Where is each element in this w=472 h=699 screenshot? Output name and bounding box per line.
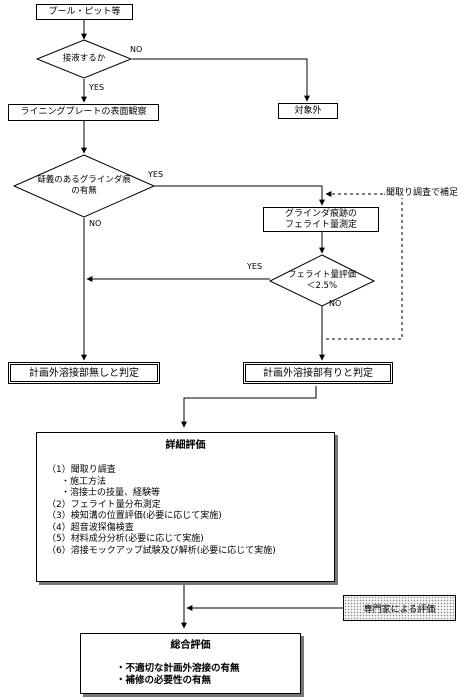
no-label-2: NO <box>89 219 102 228</box>
yes-label-3: YES <box>247 262 263 271</box>
detailed-evaluation-title: 詳細評価 <box>165 440 206 451</box>
out-of-scope-box: 対象外 <box>278 103 338 119</box>
overall-item: ・不適切な計画外溶接の有無 <box>116 663 240 674</box>
decision-ferrite-line2: ＜2.5% <box>306 281 338 291</box>
interview-note: 聞取り調査で補足 <box>385 188 460 198</box>
decision-ferrite: フェライト量評価 ＜2.5% <box>288 270 356 292</box>
judge-none-box: 計画外溶接部無しと判定 <box>8 362 160 384</box>
overall-item: ・補修の必要性の有無 <box>116 675 212 686</box>
detailed-evaluation-list: （1）聞取り調査 ・施工方法 ・溶接士の技量、経験等 （2）フェライト量分布測定… <box>47 465 334 557</box>
detail-item: （3）検知溝の位置評価(必要に応じて実施) <box>47 511 222 521</box>
ferrite-measure-line2: フェライト量測定 <box>284 219 357 230</box>
overall-evaluation-box: 総合評価 ・不適切な計画外溶接の有無 ・補修の必要性の有無 <box>80 633 301 694</box>
yes-label-1: YES <box>89 83 105 92</box>
lining-observation-box: ライニングプレートの表面観察 <box>8 104 159 121</box>
lining-observation-label: ライニングプレートの表面観察 <box>20 107 147 117</box>
detail-item: （1）聞取り調査 <box>47 465 116 475</box>
no-label-3: NO <box>329 299 342 308</box>
ferrite-measure-box: グラインダ痕跡の フェライト量測定 <box>263 207 379 232</box>
detailed-evaluation-box: 詳細評価 （1）聞取り調査 ・施工方法 ・溶接士の技量、経験等 （2）フェライト… <box>36 432 335 582</box>
judge-none-label: 計画外溶接部無しと判定 <box>29 367 139 379</box>
detail-subitem: ・施工方法 <box>61 476 107 487</box>
decision-contact: 接液するか <box>63 54 106 65</box>
detail-item: （5）材料成分分析(必要に応じて実施) <box>47 534 204 544</box>
decision-grinder-line1: 疑義のあるグラインダ痕 <box>37 175 131 185</box>
decision-grinder-line2: の有無 <box>71 186 97 196</box>
decision-contact-label: 接液するか <box>62 53 106 64</box>
expert-evaluation-box: 専門家による評価 <box>343 595 456 621</box>
no-label-1: NO <box>130 45 143 54</box>
start-box: プール・ピット等 <box>36 4 133 20</box>
decision-ferrite-line1: フェライト量評価 <box>287 270 357 280</box>
judge-exist-box: 計画外溶接部有りと判定 <box>243 362 393 384</box>
detail-subitem: ・溶接士の技量、経験等 <box>61 488 161 498</box>
detail-item: （2）フェライト量分布測定 <box>47 499 161 510</box>
out-of-scope-label: 対象外 <box>294 105 322 116</box>
decision-grinder: 疑義のあるグラインダ痕 の有無 <box>37 175 131 197</box>
overall-evaluation-list: ・不適切な計画外溶接の有無 ・補修の必要性の有無 <box>116 663 300 687</box>
start-label: プール・ピット等 <box>48 6 121 17</box>
overall-evaluation-title: 総合評価 <box>170 640 211 651</box>
expert-evaluation-label: 専門家による評価 <box>363 604 436 615</box>
ferrite-measure-line1: グラインダ痕跡の <box>284 208 357 219</box>
detail-item: （6）溶接モックアップ試験及び解析(必要に応じて実施) <box>47 545 276 556</box>
detail-item: （4）超音波探傷検査 <box>47 522 134 533</box>
judge-exist-label: 計画外溶接部有りと判定 <box>263 367 373 379</box>
yes-label-2: YES <box>148 170 164 179</box>
